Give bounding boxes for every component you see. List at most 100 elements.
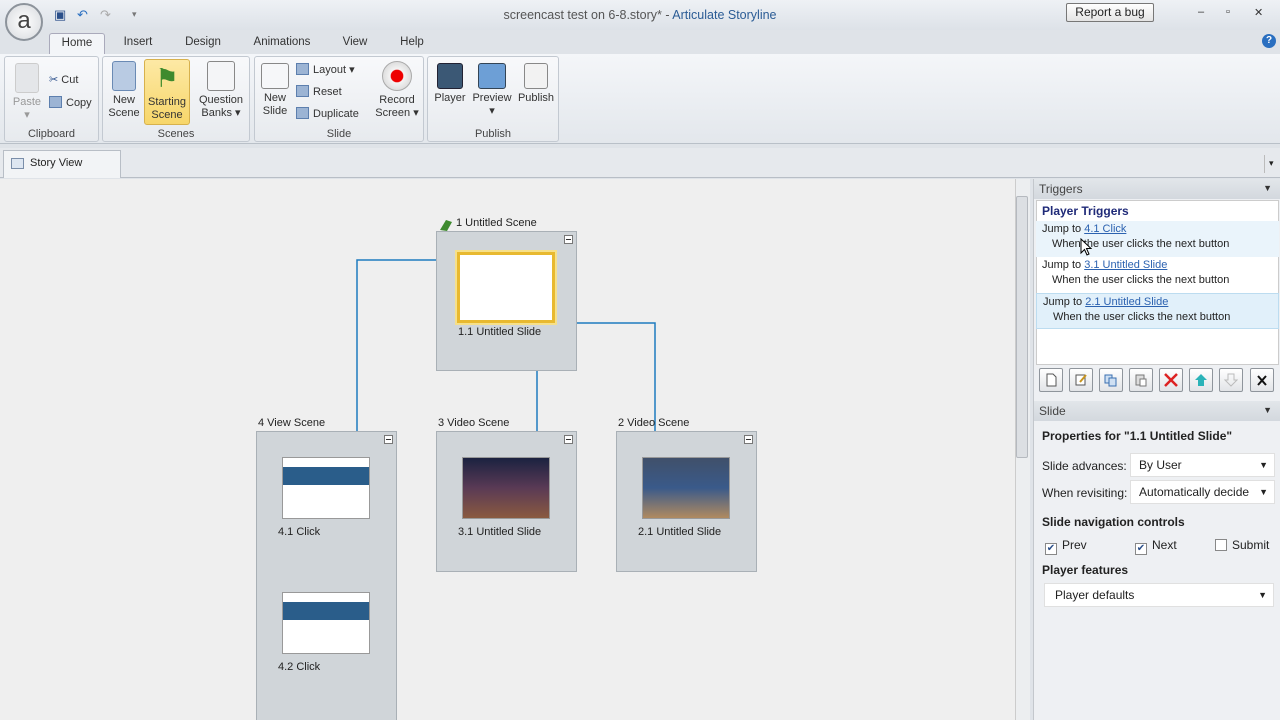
copy-button[interactable]: Copy <box>49 96 92 109</box>
new-trigger-button[interactable] <box>1039 368 1063 392</box>
move-down-button[interactable] <box>1219 368 1243 392</box>
tab-story-view[interactable]: Story View <box>3 150 121 178</box>
preview-button[interactable]: Preview▾ <box>471 63 513 118</box>
minimize-icon[interactable]: – <box>1198 6 1205 18</box>
window-title: screencast test on 6-8.story* - Articula… <box>400 8 880 22</box>
tab-view[interactable]: View <box>342 36 368 48</box>
maximize-icon[interactable]: ▫ <box>1226 6 1230 18</box>
player-features-select[interactable]: Player defaults▼ <box>1044 583 1274 607</box>
customize-toolbar-icon[interactable]: ▾ <box>132 9 137 19</box>
submit-checkbox[interactable]: Submit <box>1215 538 1269 552</box>
tab-home[interactable]: Home <box>49 33 105 54</box>
tab-animations[interactable]: Animations <box>253 36 311 48</box>
move-up-button[interactable] <box>1189 368 1213 392</box>
variables-button[interactable] <box>1250 368 1274 392</box>
copy-icon <box>1104 374 1117 387</box>
preview-icon <box>478 63 506 89</box>
slide-3-1-thumbnail[interactable] <box>462 457 550 519</box>
scissors-icon: ✂ <box>49 74 62 86</box>
collapse-icon[interactable] <box>384 435 393 444</box>
app-menu-logo[interactable]: a <box>5 3 43 41</box>
scene-title-2: 2 Video Scene <box>618 417 690 429</box>
slide-1-1-thumbnail[interactable] <box>457 252 555 323</box>
next-checkbox[interactable]: ✔Next <box>1135 538 1177 555</box>
slide-caption: 4.2 Click <box>278 661 321 673</box>
slide-2-1-thumbnail[interactable] <box>642 457 730 519</box>
delete-trigger-button[interactable] <box>1159 368 1183 392</box>
player-button[interactable]: Player <box>431 63 469 105</box>
collapse-icon[interactable] <box>564 235 573 244</box>
panel-dropdown-icon[interactable]: ▾ <box>1264 155 1280 173</box>
layout-icon <box>296 63 309 75</box>
collapse-triggers-icon[interactable]: ▼ <box>1263 183 1272 193</box>
story-view-icon <box>11 158 24 169</box>
redo-icon[interactable]: ↷ <box>100 7 111 22</box>
app-name: Articulate Storyline <box>672 8 777 22</box>
revisiting-value: Automatically decide <box>1139 485 1250 499</box>
slide-advances-select[interactable]: By User▼ <box>1130 453 1275 477</box>
edit-trigger-button[interactable] <box>1069 368 1093 392</box>
duplicate-button[interactable]: Duplicate <box>296 107 359 120</box>
paste-trigger-button[interactable] <box>1129 368 1153 392</box>
slide-caption: 1.1 Untitled Slide <box>458 326 542 338</box>
copy-trigger-button[interactable] <box>1099 368 1123 392</box>
reset-button[interactable]: Reset <box>296 85 342 98</box>
trigger-condition: When the user clicks the next button <box>1052 274 1230 286</box>
player-triggers-heading: Player Triggers <box>1042 204 1129 218</box>
question-banks-label-2: Banks <box>201 107 232 119</box>
scrollbar-thumb[interactable] <box>1016 196 1028 458</box>
reset-icon <box>296 85 309 97</box>
record-icon <box>382 61 412 91</box>
slide-panel-header[interactable]: Slide▼ <box>1034 401 1280 421</box>
save-icon[interactable]: ▣ <box>54 7 67 22</box>
collapse-icon[interactable] <box>744 435 753 444</box>
player-features-heading: Player features <box>1042 563 1129 577</box>
view-tab-bar <box>0 148 1280 178</box>
publish-button[interactable]: Publish <box>515 63 557 105</box>
chevron-down-icon: ▼ <box>1259 487 1268 497</box>
revisiting-select[interactable]: Automatically decide ▼ <box>1130 480 1275 504</box>
record-screen-label-1: Record <box>379 94 415 106</box>
variable-x-icon <box>1257 375 1267 386</box>
tab-insert[interactable]: Insert <box>123 36 153 48</box>
player-icon <box>437 63 463 89</box>
paste-button[interactable]: Paste▾ <box>9 63 45 122</box>
trigger-target-link[interactable]: 3.1 Untitled Slide <box>1084 259 1168 271</box>
tab-help[interactable]: Help <box>400 36 424 48</box>
duplicate-icon <box>296 107 309 119</box>
revisiting-label: When revisiting: <box>1042 486 1128 500</box>
cut-button[interactable]: ✂ Cut <box>49 73 78 86</box>
report-bug-button[interactable]: Report a bug <box>1066 3 1154 22</box>
starting-scene-label-2: Scene <box>151 109 183 121</box>
new-scene-icon <box>112 61 136 91</box>
close-icon[interactable]: ✕ <box>1254 7 1264 19</box>
arrow-down-icon <box>1224 373 1238 387</box>
slide-4-2-thumbnail[interactable] <box>282 592 370 654</box>
collapse-icon[interactable] <box>564 435 573 444</box>
collapse-slide-panel-icon[interactable]: ▼ <box>1263 405 1272 415</box>
trigger-target-link[interactable]: 2.1 Untitled Slide <box>1085 296 1169 308</box>
tab-design[interactable]: Design <box>185 36 221 48</box>
document-name: screencast test on 6-8.story* <box>503 8 662 22</box>
story-canvas[interactable]: 1 Untitled Scene 1.1 Untitled Slide 4 Vi… <box>0 179 1015 720</box>
triggers-header[interactable]: Triggers▼ <box>1034 179 1280 199</box>
slide-4-1-thumbnail[interactable] <box>282 457 370 519</box>
connector-to-2-1 <box>563 322 656 440</box>
record-screen-label-2: Screen <box>375 107 411 119</box>
help-icon[interactable]: ? <box>1262 34 1276 48</box>
slide-advances-label: Slide advances: <box>1042 459 1127 473</box>
undo-icon[interactable]: ↶ <box>77 7 88 22</box>
slide-caption: 2.1 Untitled Slide <box>638 526 722 538</box>
layout-button[interactable]: Layout ▾ <box>296 63 355 76</box>
trigger-target-link[interactable]: 4.1 Click <box>1084 223 1127 235</box>
prev-checkbox[interactable]: ✔Prev <box>1045 538 1087 555</box>
scene-title-1: 1 Untitled Scene <box>456 217 537 229</box>
